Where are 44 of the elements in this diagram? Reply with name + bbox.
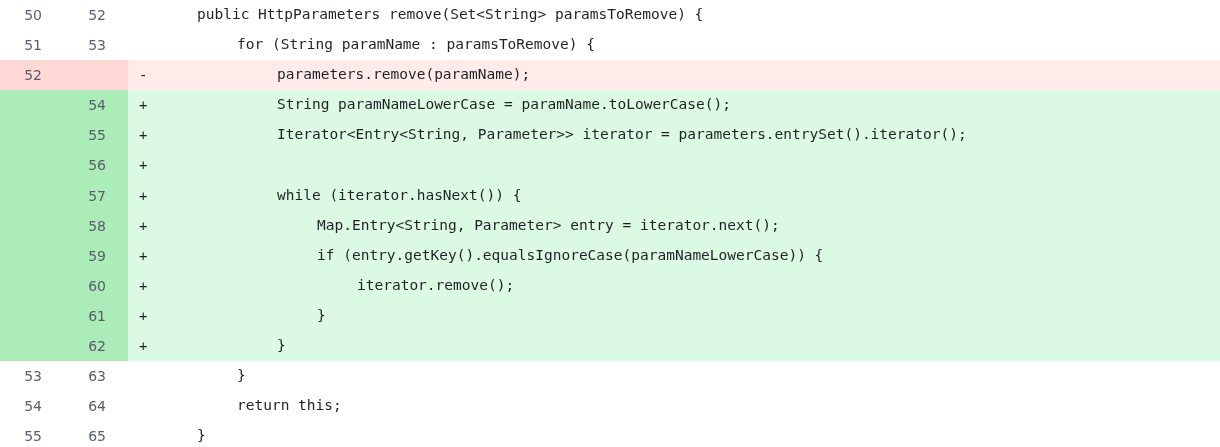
code-line: for (String paramName : paramsToRemove) {	[237, 35, 595, 55]
line-number: 55	[88, 125, 106, 145]
diff-sign: +	[139, 125, 148, 145]
code-line: iterator.remove();	[357, 276, 515, 296]
diff-sign: +	[139, 306, 148, 326]
line-number: 55	[24, 426, 42, 446]
line-number: 54	[24, 396, 42, 416]
diff-sign: +	[139, 156, 148, 175]
code-line: if (entry.getKey().equalsIgnoreCase(paramNameLowerCase)) {	[317, 246, 824, 266]
code-line: parameters.remove(paramName);	[277, 65, 531, 85]
code-line: }	[277, 336, 286, 356]
diff-sign: +	[139, 186, 148, 206]
diff-sign: +	[139, 276, 148, 296]
code-line: }	[317, 306, 326, 326]
code-line: while (iterator.hasNext()) {	[277, 186, 522, 206]
line-number: 52	[24, 65, 42, 85]
line-number: 60	[88, 276, 106, 296]
code-line: }	[197, 426, 206, 446]
diff-sign: +	[139, 336, 148, 356]
line-number: 53	[88, 35, 106, 55]
code-line: public HttpParameters remove(Set<String> paramsToRemove) {	[197, 5, 704, 25]
line-number: 52	[88, 5, 106, 25]
code-line: return this;	[237, 396, 342, 416]
code-line: Map.Entry<String, Parameter> entry = iterator.next();	[317, 216, 780, 236]
line-number: 58	[88, 216, 106, 236]
line-number: 59	[88, 246, 106, 266]
line-number: 63	[88, 366, 106, 386]
line-number: 57	[88, 186, 106, 206]
line-number: 64	[88, 396, 106, 416]
diff-sign: +	[139, 246, 148, 266]
diff-sign: -	[139, 65, 148, 85]
line-number: 65	[88, 426, 106, 446]
diff-sign: +	[139, 216, 148, 236]
line-number: 54	[88, 95, 106, 115]
code-line: String paramNameLowerCase = paramName.toLowerCase();	[277, 95, 731, 115]
diff-sign: +	[139, 95, 148, 115]
code-line: }	[237, 366, 246, 386]
line-number: 53	[24, 366, 42, 386]
line-number: 62	[88, 336, 106, 356]
line-number: 61	[88, 306, 106, 326]
code-line: Iterator<Entry<String, Parameter>> iterator = parameters.entrySet().iterator();	[277, 125, 967, 145]
line-number: 50	[24, 5, 42, 25]
line-number: 56	[88, 156, 106, 175]
line-number: 51	[24, 35, 42, 55]
